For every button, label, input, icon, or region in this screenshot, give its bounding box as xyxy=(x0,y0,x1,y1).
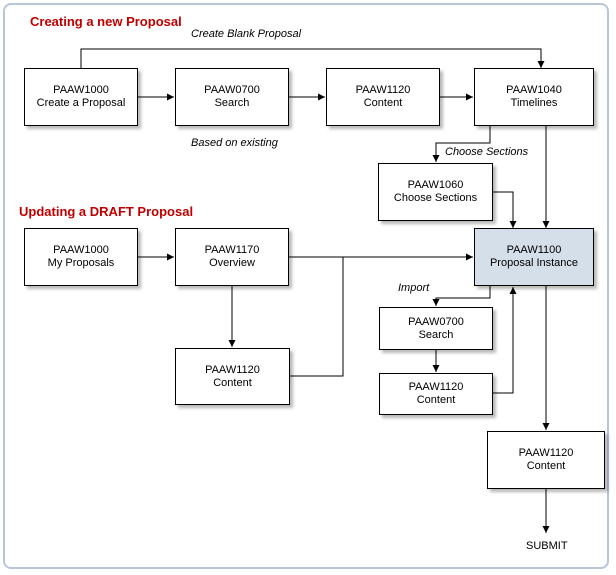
arrow-content-to-instance xyxy=(290,257,344,377)
box-paaw0700-search-import: PAAW0700 Search xyxy=(379,307,493,350)
box-paaw1170-overview: PAAW1170 Overview xyxy=(175,228,289,286)
box-label: Content xyxy=(526,460,566,472)
label-based-on-existing: Based on existing xyxy=(191,137,278,149)
box-paaw1040-timelines: PAAW1040 Timelines xyxy=(474,68,594,126)
box-label: Timelines xyxy=(510,97,558,109)
submit-label: SUBMIT xyxy=(526,540,568,552)
box-paaw1000-create: PAAW1000 Create a Proposal xyxy=(24,68,138,126)
arrow-sections-to-instance xyxy=(493,191,517,228)
box-label: Choose Sections xyxy=(393,192,478,204)
box-label: Search xyxy=(214,97,250,109)
box-paaw1100-proposal-instance: PAAW1100 Proposal Instance xyxy=(474,228,594,286)
box-paaw1120-content-import: PAAW1120 Content xyxy=(379,373,493,415)
box-code: PAAW1120 xyxy=(408,381,464,393)
box-paaw1120-content-final: PAAW1120 Content xyxy=(487,431,605,489)
box-label: Overview xyxy=(209,257,255,269)
label-choose-sections: Choose Sections xyxy=(445,146,529,158)
arrow-timelines-to-sections xyxy=(432,126,491,162)
box-label: Content xyxy=(213,376,252,389)
box-code: PAAW0700 xyxy=(204,84,260,96)
box-paaw1000-my-proposals: PAAW1000 My Proposals xyxy=(24,228,138,286)
box-code: PAAW1100 xyxy=(506,244,562,256)
box-label: Create a Proposal xyxy=(36,97,126,109)
box-code: PAAW1040 xyxy=(506,84,562,96)
box-code: PAAW1120 xyxy=(518,447,574,459)
box-label: Proposal Instance xyxy=(489,257,579,269)
box-paaw1120-content: PAAW1120 Content xyxy=(326,68,440,126)
box-code: PAAW1120 xyxy=(355,84,411,96)
label-create-blank: Create Blank Proposal xyxy=(191,28,302,40)
box-paaw0700-search: PAAW0700 Search xyxy=(175,68,289,126)
arrow-create-blank xyxy=(80,48,545,68)
box-paaw1120-content-draft: PAAW1120 Content xyxy=(175,348,290,405)
box-code: PAAW0700 xyxy=(408,315,464,328)
box-code: PAAW1170 xyxy=(204,244,260,256)
box-code: PAAW1000 xyxy=(53,84,109,96)
box-paaw1060-sections: PAAW1060 Choose Sections xyxy=(378,163,493,221)
heading-update-draft: Updating a DRAFT Proposal xyxy=(19,204,194,219)
box-label: Content xyxy=(363,97,403,109)
box-label: Search xyxy=(418,328,454,341)
box-label: Content xyxy=(416,394,456,406)
label-import: Import xyxy=(398,282,430,294)
box-code: PAAW1000 xyxy=(53,244,109,256)
box-code: PAAW1120 xyxy=(205,363,260,376)
box-label: My Proposals xyxy=(47,257,115,269)
arrow-instance-to-import-search xyxy=(432,286,491,306)
heading-new-proposal: Creating a new Proposal xyxy=(30,14,182,29)
box-code: PAAW1060 xyxy=(407,179,464,191)
arrow-import-content-to-instance xyxy=(493,287,517,394)
